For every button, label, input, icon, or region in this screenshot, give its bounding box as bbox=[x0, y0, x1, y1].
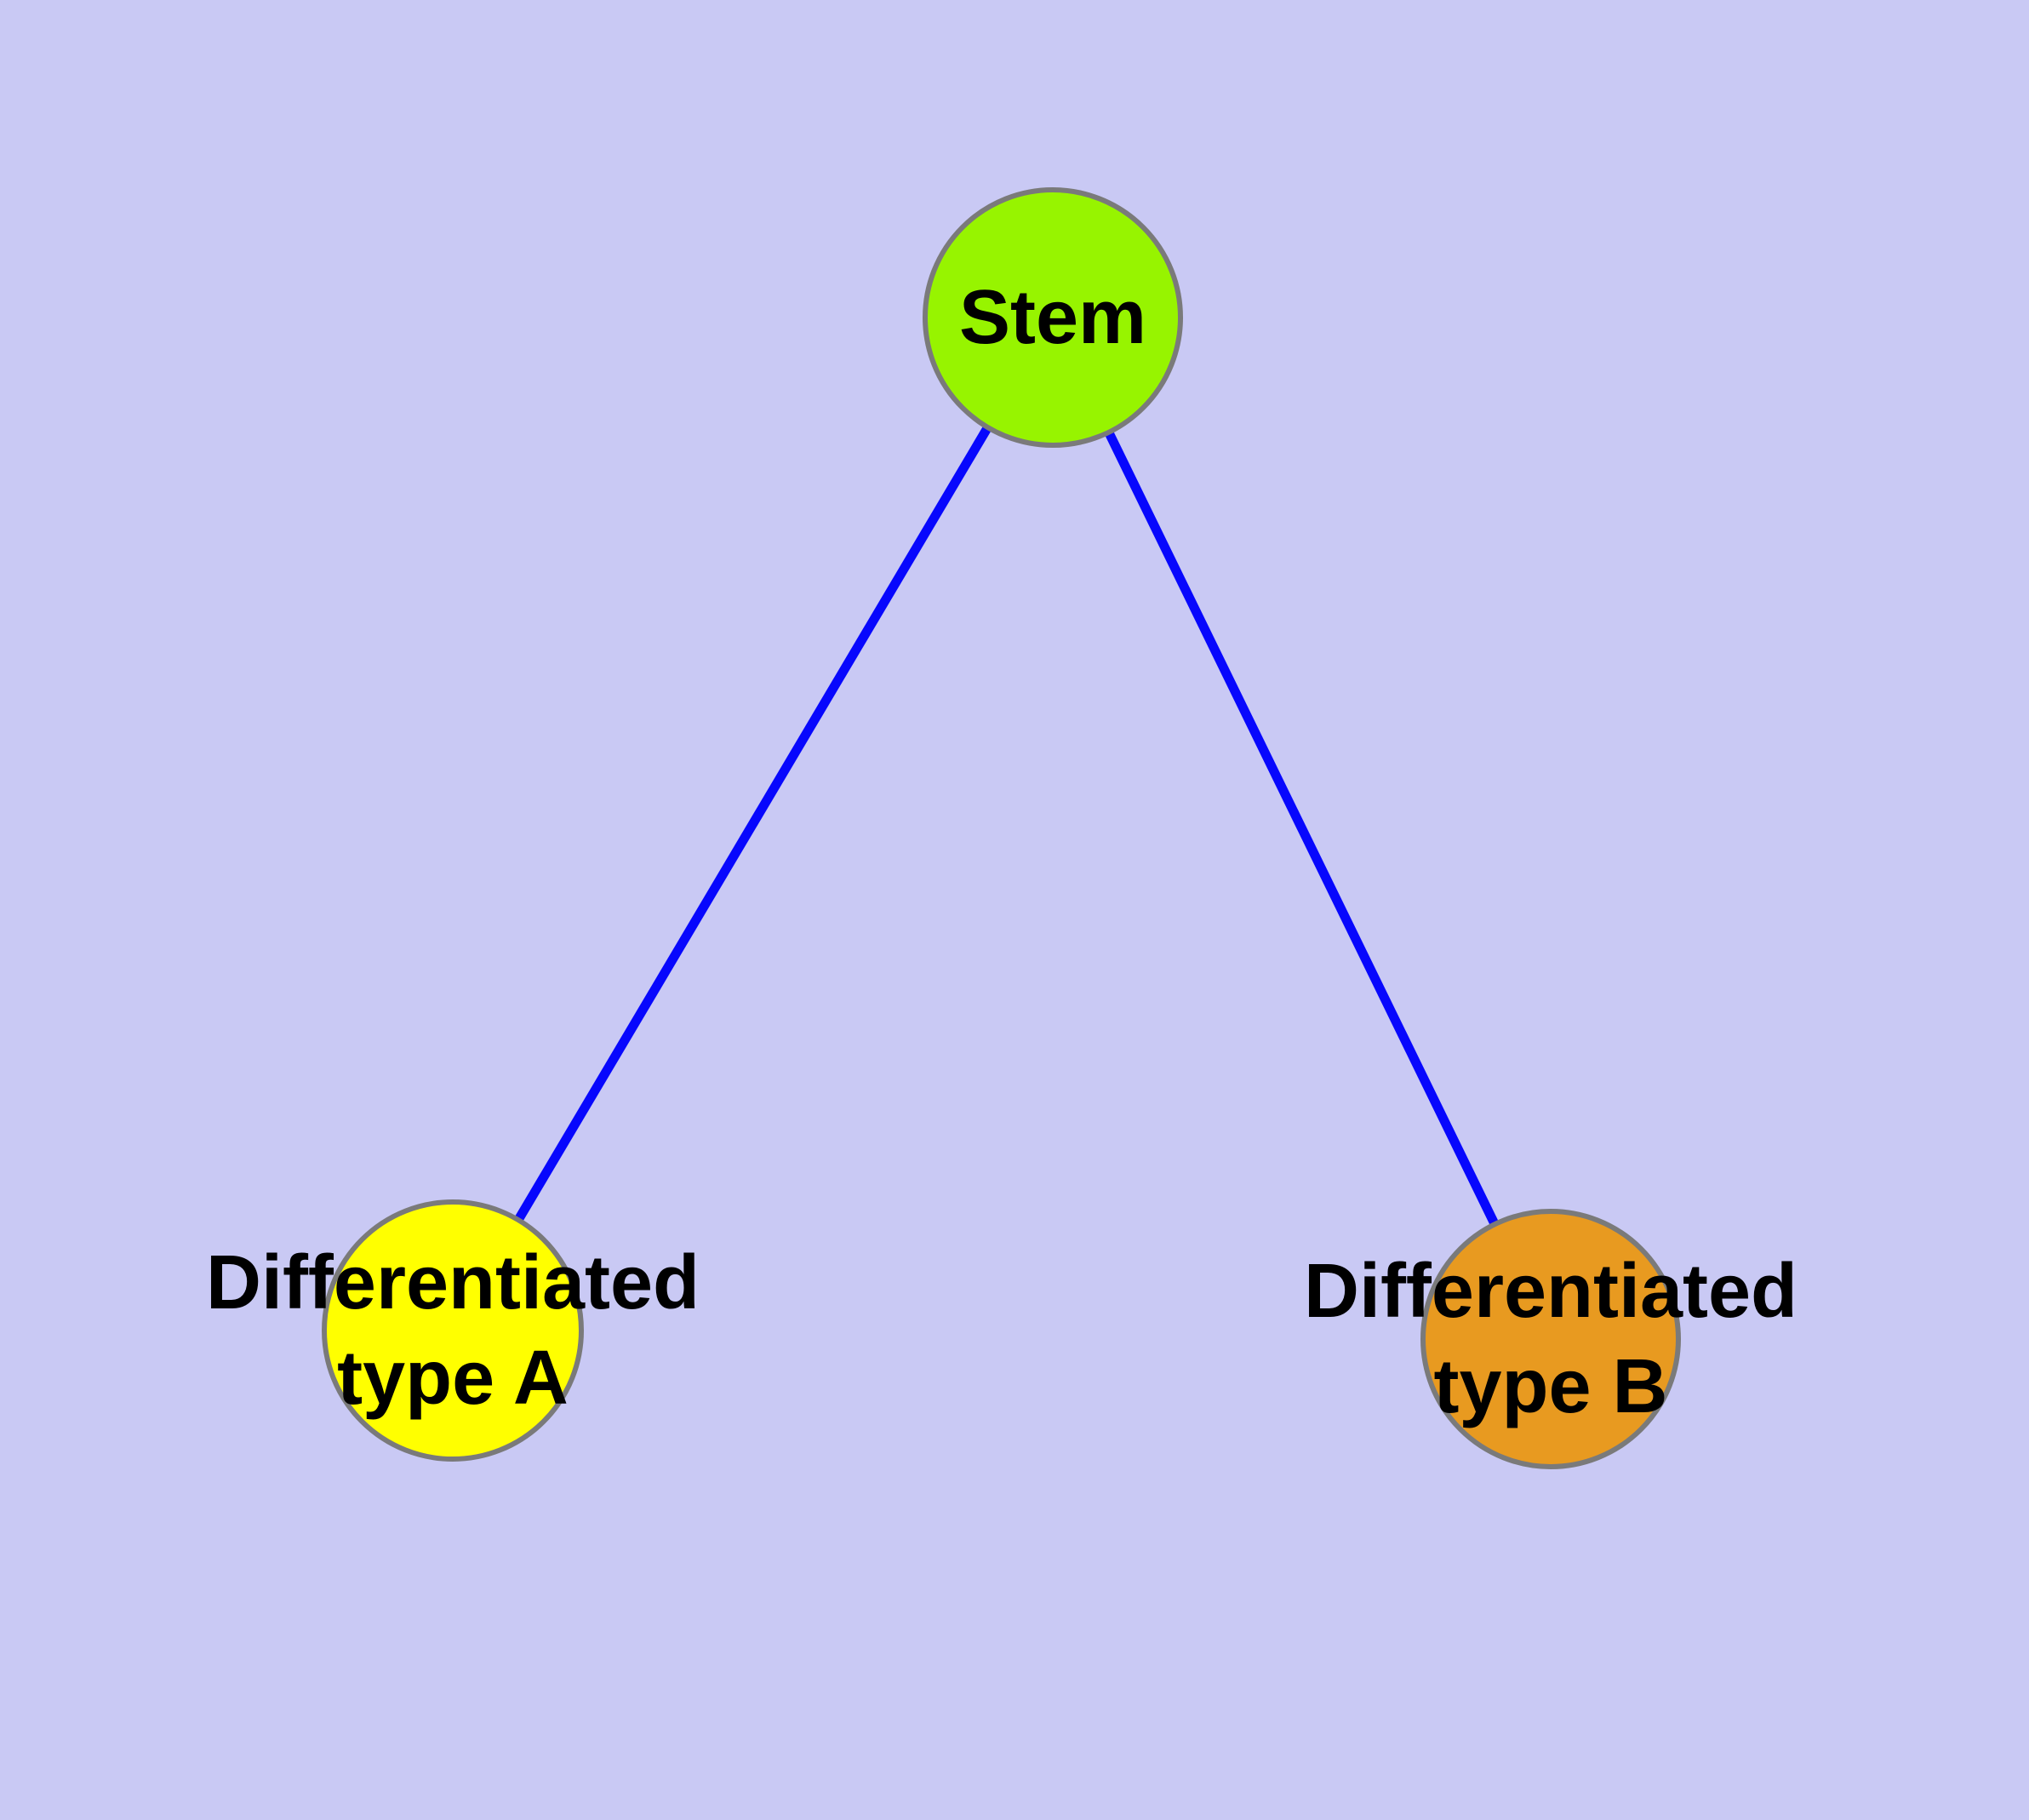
stem-node-circle bbox=[923, 187, 1183, 448]
type-a-node-label-line2: type A bbox=[337, 1336, 569, 1421]
edge-stem-to-type-b bbox=[1049, 315, 1555, 1342]
edge-stem-to-type-a bbox=[449, 315, 1057, 1333]
type-b-node-label-line2: type B bbox=[1433, 1344, 1667, 1429]
type-a-node-label-line1: Differentiated bbox=[206, 1240, 700, 1325]
type-b-node-label-line1: Differentiated bbox=[1304, 1249, 1798, 1334]
stem-node-label: Stem bbox=[959, 275, 1146, 360]
type-b-node-circle bbox=[1420, 1209, 1681, 1469]
type-a-node-circle bbox=[322, 1199, 584, 1462]
